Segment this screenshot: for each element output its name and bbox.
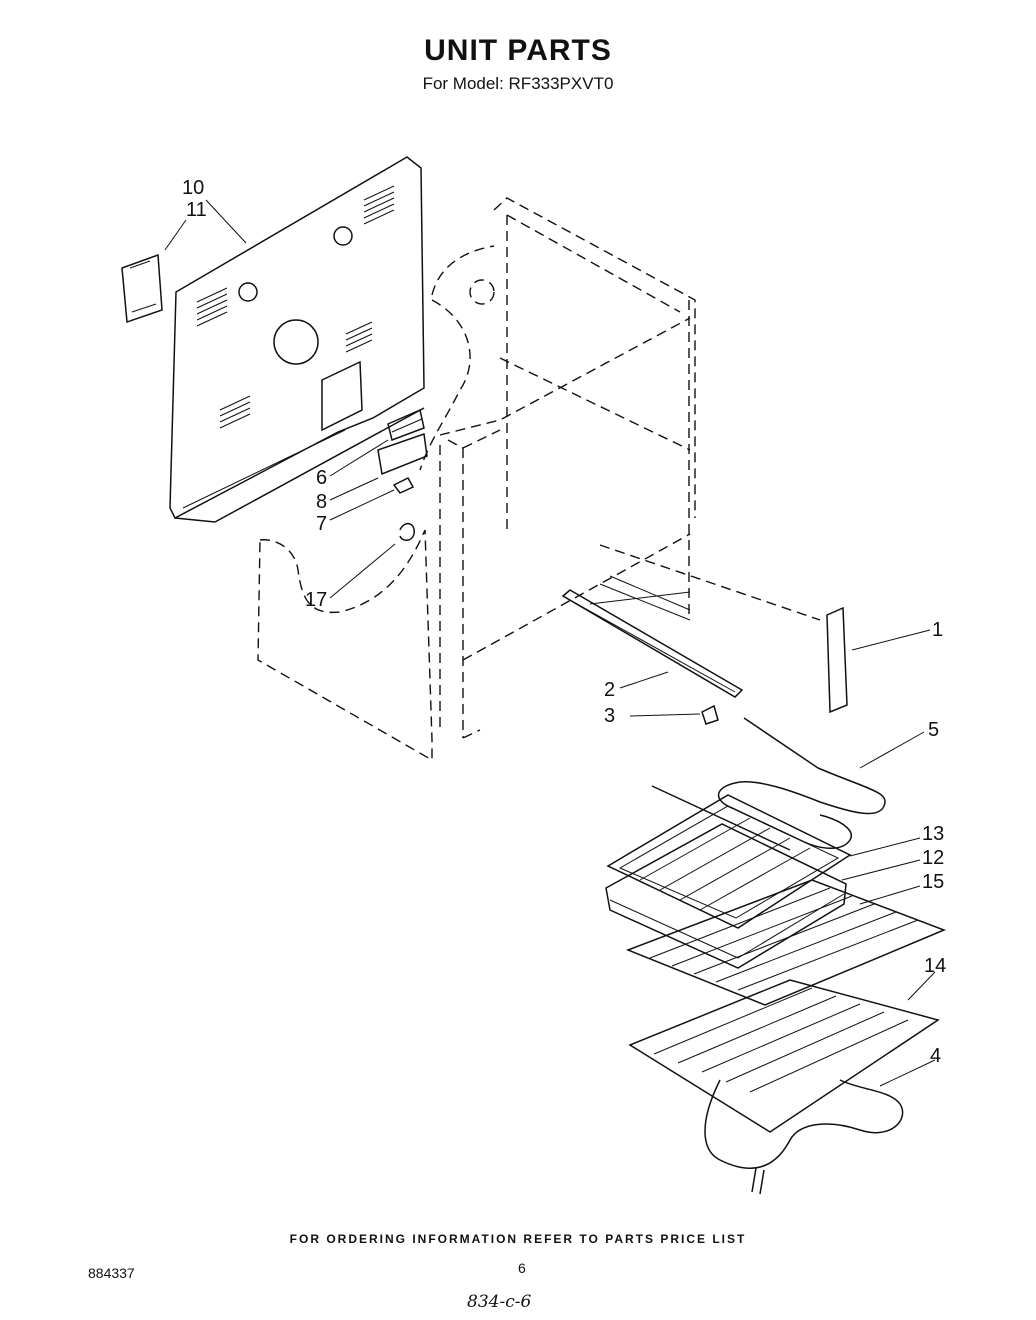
callout-8: 8 <box>316 491 327 513</box>
ordering-note: FOR ORDERING INFORMATION REFER TO PARTS … <box>289 1232 747 1246</box>
oven-rack-upper <box>625 879 947 1006</box>
page-number: 6 <box>518 1260 526 1276</box>
oven-rack-lower <box>628 979 940 1133</box>
callout-4: 4 <box>930 1045 941 1067</box>
model-subtitle: For Model: RF333PXVT0 <box>422 74 614 93</box>
vent-slots-3 <box>345 321 373 353</box>
callout-11: 11 <box>186 199 207 221</box>
vent-slots-1 <box>196 287 228 327</box>
callout-13: 13 <box>922 823 944 845</box>
callout-5: 5 <box>928 719 939 741</box>
callout-17: 17 <box>305 589 327 611</box>
vent-slots-4 <box>219 395 251 429</box>
bake-element <box>651 717 886 851</box>
rear-panel <box>169 156 425 523</box>
cabinet-outline <box>419 197 821 739</box>
control-block <box>387 408 425 441</box>
callout-7: 7 <box>316 513 327 535</box>
callout-14: 14 <box>924 955 946 977</box>
bottom-rail <box>561 575 744 698</box>
callout-1: 1 <box>932 619 943 641</box>
callout-6: 6 <box>316 467 327 489</box>
broil-element <box>704 1079 904 1195</box>
clip <box>399 522 415 541</box>
callout-2: 2 <box>604 679 615 701</box>
callout-15: 15 <box>922 871 944 893</box>
vent-slots-2 <box>363 185 395 225</box>
side-panel-outline <box>257 529 433 762</box>
callout-3: 3 <box>604 705 615 727</box>
callout-12: 12 <box>922 847 944 869</box>
callout-10: 10 <box>182 177 204 199</box>
bracket <box>392 477 415 494</box>
handwritten-note: 834-c-6 <box>467 1292 532 1312</box>
broiler-grid <box>606 794 852 929</box>
access-plate <box>121 253 163 324</box>
page-title: UNIT PARTS <box>424 34 612 67</box>
document-number: 884337 <box>88 1265 135 1281</box>
side-trim <box>826 606 848 714</box>
terminal-block <box>377 432 428 476</box>
leader-lines <box>164 199 936 1087</box>
fastener <box>701 704 719 725</box>
